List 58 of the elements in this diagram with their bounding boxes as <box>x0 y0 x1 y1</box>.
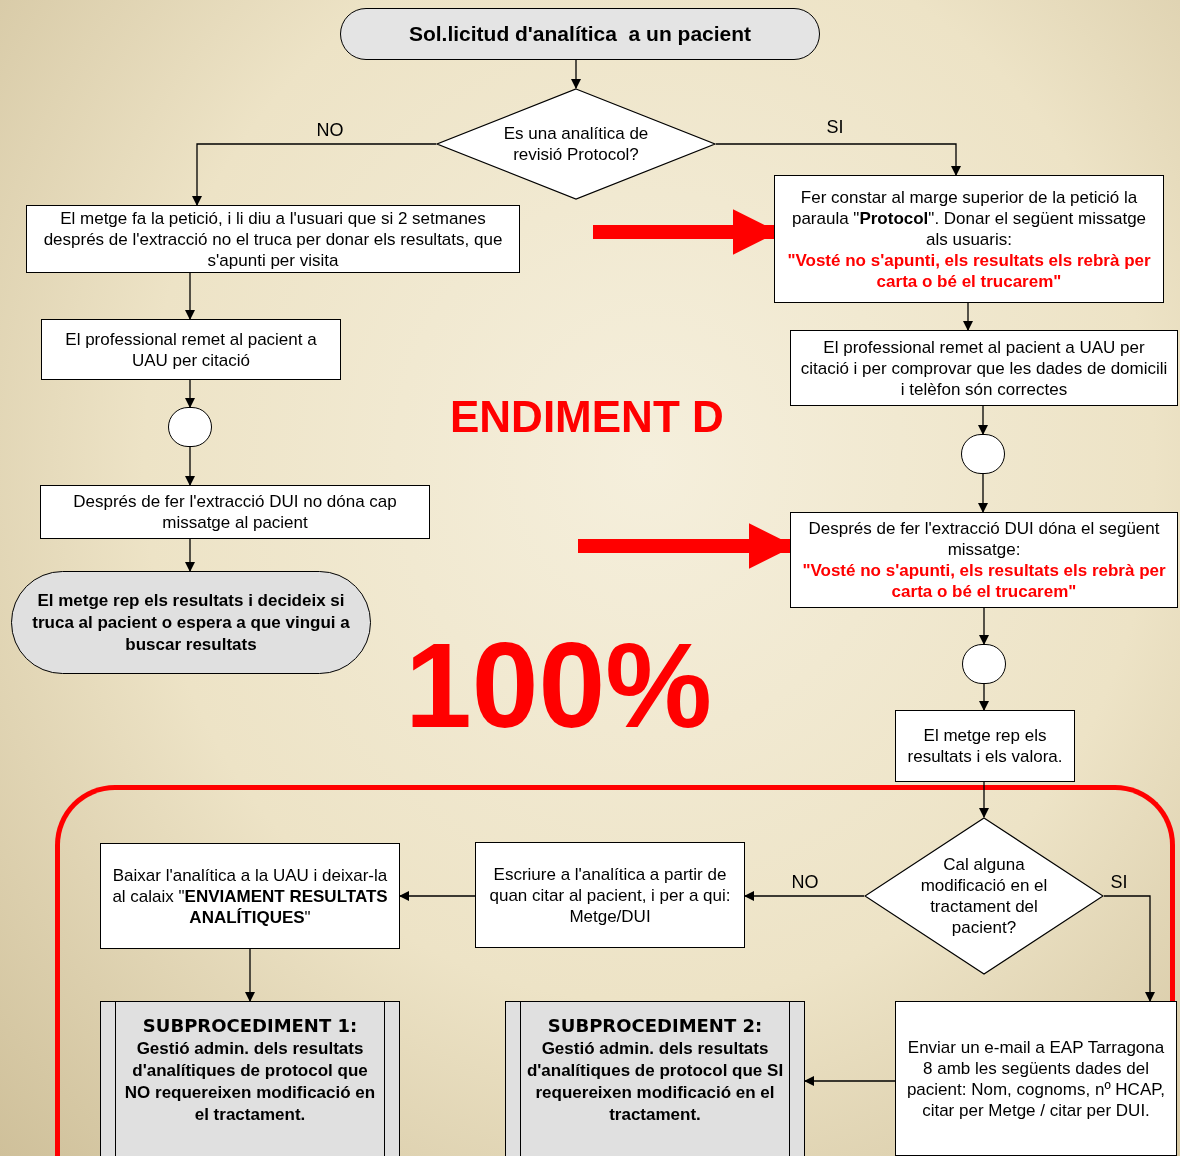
subprocess-box <box>505 1001 805 1156</box>
arrow <box>804 1076 896 1086</box>
arrow <box>571 59 581 89</box>
edge-label: NO <box>790 870 820 894</box>
edge-label: NO <box>315 118 345 142</box>
step-text: Enviar un e-mail a EAP Tarragona 8 amb les següents dades del pacient: Nom, cognoms, nº HCAP, citar per Metge / citar per DUI. <box>905 1036 1167 1121</box>
step-text: El metge rep els resultats i decideix si truca al pacient o espera a que vingui a buscar resultats <box>31 589 351 656</box>
question-text: Es una analítica de revisió Protocol? <box>502 123 650 165</box>
step-text: El professional remet al pacient a UAU per citació <box>64 328 318 371</box>
arrow <box>979 781 989 818</box>
step-text: El metge rep els resultats i els valora. <box>906 725 1064 767</box>
edge-label: SI <box>825 115 845 139</box>
step-text: Escriure a l'analítica a partir de quan citar al pacient, i per a qui: Metge/DUI <box>488 863 732 927</box>
arrow <box>715 143 961 176</box>
arrow <box>979 607 989 645</box>
arrow <box>978 473 988 513</box>
process-box <box>41 319 341 380</box>
heading-text: SUBPROCEDIMENT 1: <box>142 1014 358 1038</box>
arrow <box>185 379 195 408</box>
arrow <box>978 405 988 435</box>
message-text: "Vosté no s'apunti, els resultats els rebrà per carta o bé el trucarem" <box>786 249 1152 292</box>
question-text: Cal alguna modificació en el tractament del pacient? <box>919 854 1049 938</box>
arrow <box>185 272 195 320</box>
step-text: Gestió admin. dels resultats d'analítiques de protocol que NO requereixen modificació en el tractament. <box>123 1038 377 1126</box>
stamp-text: 100% <box>405 625 712 745</box>
step-text: Fer constar al marge superior de la petició la paraula "Protocol". Donar el següent missatge als usuaris: <box>790 186 1148 250</box>
step-text: El professional remet al pacient a UAU per citació i per comprovar que les dades de domicili i telèfon són correctes <box>799 336 1169 400</box>
process-box <box>475 842 745 948</box>
step-text: Després de fer l'extracció DUI no dóna cap missatge al pacient <box>72 491 398 533</box>
stamp-text: ENDIMENT D <box>450 395 724 439</box>
step-text: El metge fa la petició, i li diu a l'usuari que si 2 setmanes després de l'extracció no el truca per donar els resultats, que s'apunti per visita <box>42 207 504 271</box>
step-text: Després de fer l'extracció DUI dóna el següent missatge: <box>807 518 1161 560</box>
arrow <box>245 948 255 1002</box>
title-text: Sol.licitud d'analítica a un pacient <box>408 21 752 48</box>
process-box <box>895 1001 1177 1156</box>
process-box <box>100 843 400 949</box>
subprocess-box <box>100 1001 400 1156</box>
arrow <box>399 891 476 901</box>
process-box <box>790 330 1178 406</box>
message-box <box>774 175 1164 303</box>
arrow <box>979 683 989 711</box>
arrow <box>1103 895 1155 1002</box>
arrow <box>185 538 195 572</box>
start-terminal <box>340 8 820 60</box>
arrow <box>963 302 973 331</box>
process-box <box>40 485 430 539</box>
message-text: "Vosté no s'apunti, els resultats els rebrà per carta o bé el trucarem" <box>801 560 1167 602</box>
arrow <box>192 143 437 206</box>
edge-label: SI <box>1109 870 1129 894</box>
message-box <box>790 512 1178 608</box>
arrow <box>185 446 195 486</box>
step-text: Baixar l'analítica a la UAU i deixar-la al calaix "ENVIAMENT RESULTATS ANALÍTIQUES" <box>111 864 389 928</box>
process-box <box>895 710 1075 782</box>
heading-text: SUBPROCEDIMENT 2: <box>547 1014 763 1038</box>
decision-diamond <box>436 88 716 200</box>
arrow <box>744 891 865 901</box>
decision-diamond <box>864 817 1104 975</box>
step-text: Gestió admin. dels resultats d'analítiques de protocol que SI requereixen modificació en el tractament. <box>526 1038 784 1126</box>
